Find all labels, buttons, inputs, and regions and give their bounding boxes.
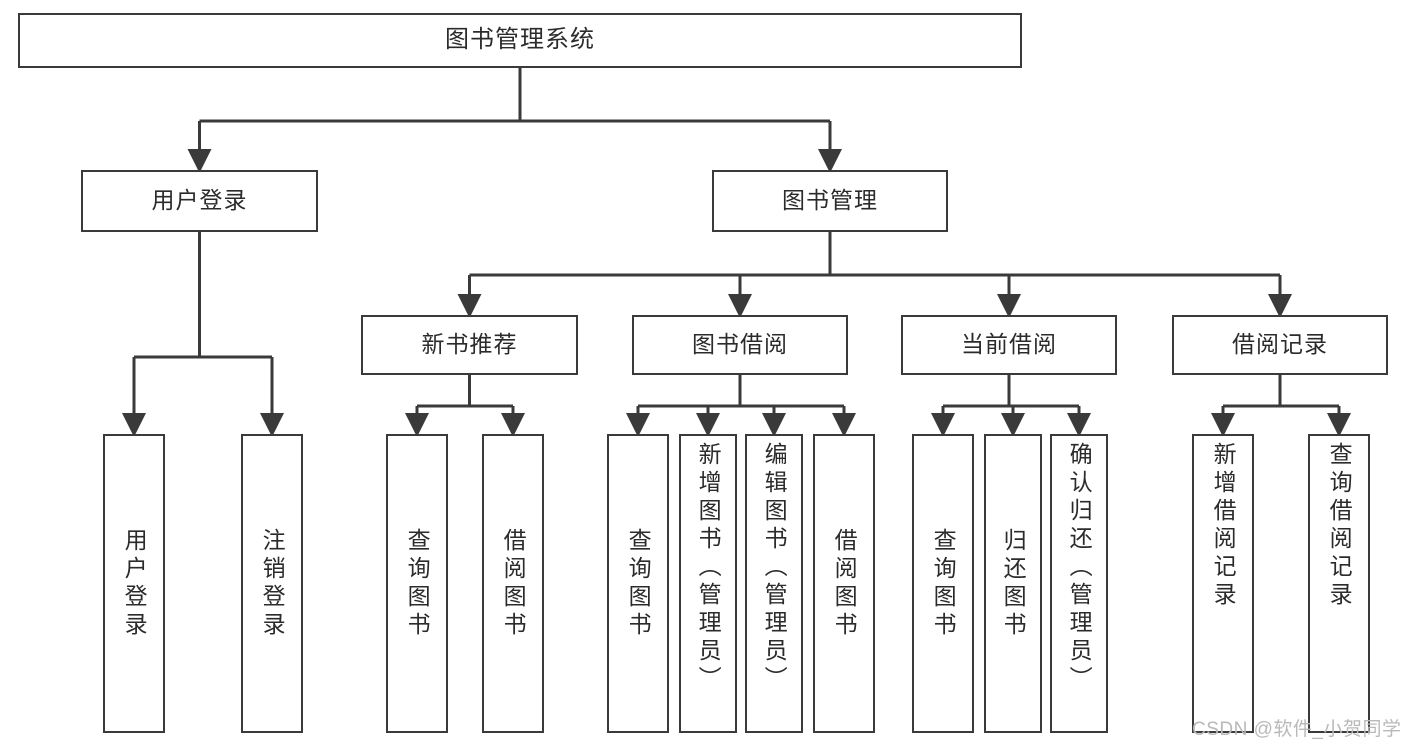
node-label: 编辑图书（管理员） bbox=[761, 442, 788, 694]
node-leaf-addrec: 新增借阅记录 bbox=[1192, 434, 1254, 733]
node-label: 查询图书 bbox=[625, 527, 652, 640]
node-root: 图书管理系统 bbox=[18, 13, 1022, 68]
node-bookmgmt: 图书管理 bbox=[712, 170, 948, 232]
node-leaf-edit: 编辑图书（管理员） bbox=[745, 434, 803, 733]
node-label: 新增借阅记录 bbox=[1210, 442, 1237, 610]
node-leaf-add: 新增图书（管理员） bbox=[679, 434, 737, 733]
node-label: 用户登录 bbox=[151, 187, 248, 214]
node-leaf-b2: 借阅图书 bbox=[813, 434, 875, 733]
node-leaf-login: 用户登录 bbox=[103, 434, 165, 733]
node-records: 借阅记录 bbox=[1172, 315, 1388, 375]
node-label: 图书管理系统 bbox=[445, 26, 595, 54]
node-leaf-q2: 查询图书 bbox=[607, 434, 669, 733]
node-label: 注销登录 bbox=[259, 527, 286, 640]
node-label: 图书管理 bbox=[782, 187, 878, 214]
node-newbook: 新书推荐 bbox=[361, 315, 578, 375]
csdn-watermark: CSDN @软件_小贺同学 bbox=[1192, 719, 1402, 740]
node-label: 归还图书 bbox=[1000, 527, 1027, 640]
node-label: 新增图书（管理员） bbox=[695, 442, 722, 694]
node-login: 用户登录 bbox=[81, 170, 318, 232]
node-label: 查询借阅记录 bbox=[1326, 442, 1353, 610]
node-label: 借阅记录 bbox=[1232, 331, 1328, 358]
node-label: 借阅图书 bbox=[831, 527, 858, 640]
node-leaf-queryrec: 查询借阅记录 bbox=[1308, 434, 1370, 733]
node-borrow: 图书借阅 bbox=[632, 315, 848, 375]
node-label: 用户登录 bbox=[121, 527, 148, 640]
node-label: 图书借阅 bbox=[692, 331, 788, 358]
node-label: 新书推荐 bbox=[421, 331, 518, 358]
node-leaf-q3: 查询图书 bbox=[912, 434, 974, 733]
node-leaf-q1: 查询图书 bbox=[386, 434, 448, 733]
node-leaf-confirm: 确认归还（管理员） bbox=[1050, 434, 1108, 733]
node-label: 查询图书 bbox=[930, 527, 957, 640]
node-label: 当前借阅 bbox=[961, 331, 1057, 358]
node-label: 确认归还（管理员） bbox=[1066, 442, 1093, 694]
node-leaf-return: 归还图书 bbox=[984, 434, 1042, 733]
node-current: 当前借阅 bbox=[901, 315, 1117, 375]
node-label: 借阅图书 bbox=[500, 527, 527, 640]
node-leaf-logout: 注销登录 bbox=[241, 434, 303, 733]
node-label: 查询图书 bbox=[404, 527, 431, 640]
node-leaf-b1: 借阅图书 bbox=[482, 434, 544, 733]
